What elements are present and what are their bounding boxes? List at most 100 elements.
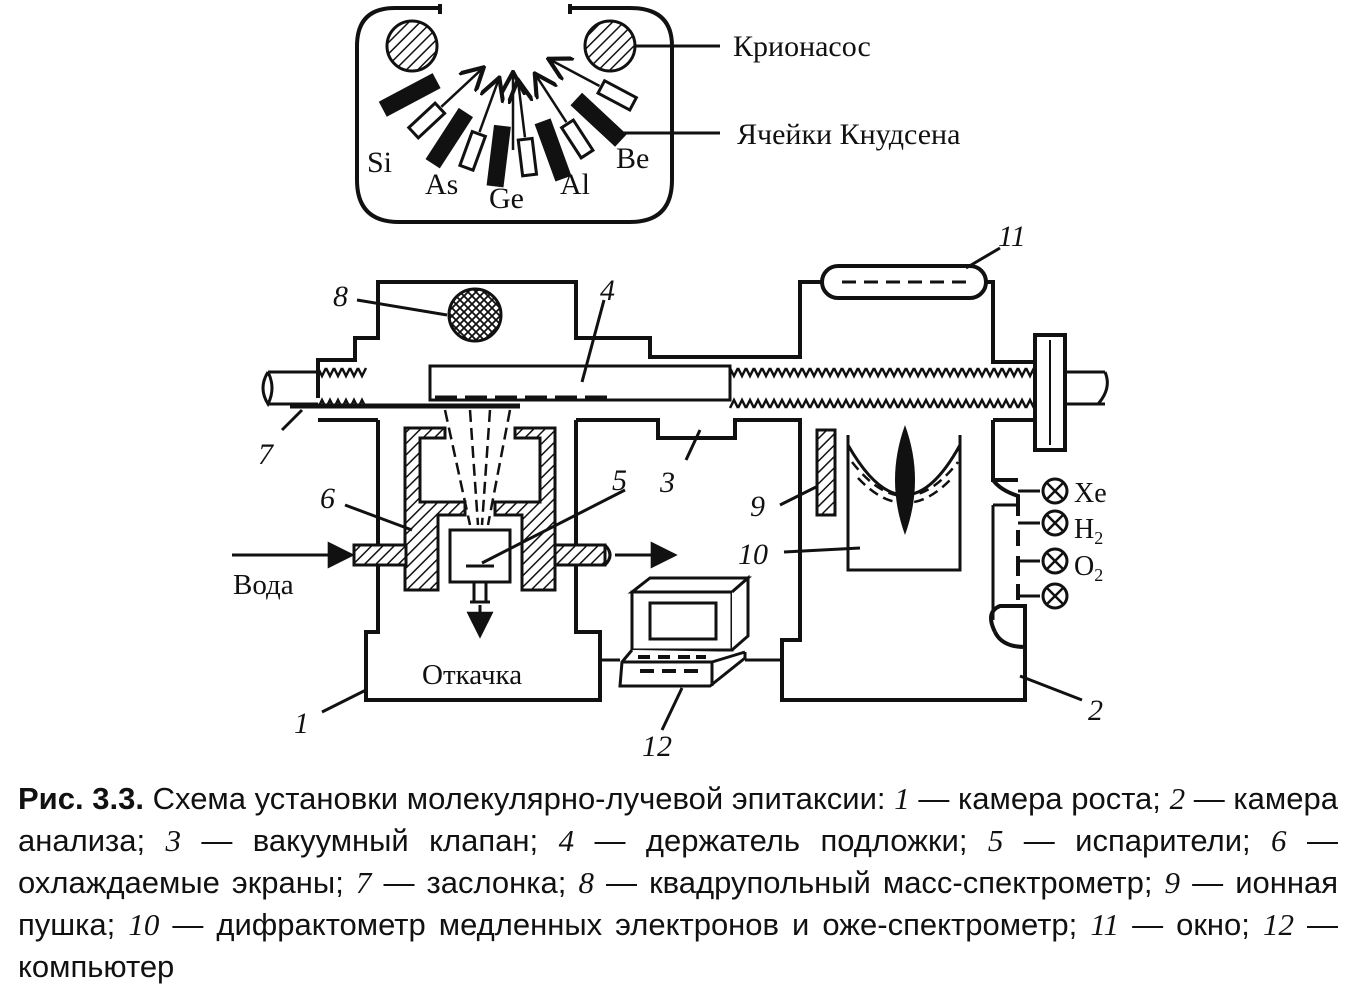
callout-4: 4 (600, 274, 615, 307)
caption-item-number: 11 (1090, 907, 1120, 942)
caption-item-number: 1 (894, 781, 910, 816)
caption-item-text: — ионная пушка; (18, 865, 1339, 942)
caption-item-text: — окно; (1132, 907, 1250, 942)
callout-6: 6 (320, 482, 335, 515)
caption-item: 8 — квадрупольный масс-спектрометр; (578, 865, 1152, 900)
water-label: Вода (233, 569, 294, 601)
caption-item: 12 — компьютер (18, 907, 1338, 984)
caption-item-number: 8 (578, 865, 594, 900)
substrate-manipulator (261, 333, 1109, 452)
callout-10: 10 (738, 538, 768, 571)
cryopump-right (583, 19, 637, 73)
caption-item-number: 7 (355, 865, 372, 900)
growth-chamber-lower (364, 420, 602, 702)
caption-item-number: 9 (1164, 865, 1181, 900)
callout-5: 5 (612, 464, 627, 497)
caption-item-text: — камера роста; (918, 781, 1161, 816)
molecular-beams (443, 409, 512, 526)
callout-7: 7 (258, 438, 275, 471)
gas-valve-icon (1041, 509, 1069, 537)
caption-item-number: 2 (1169, 781, 1186, 816)
ion-gun (815, 428, 837, 517)
gas-h2-label: H2 (1074, 514, 1103, 548)
left-bellows (316, 367, 368, 409)
callout-12: 12 (642, 730, 672, 760)
analysis-chamber-top (986, 280, 1040, 364)
caption-item: 6 — охлаждаемые экраны; (18, 823, 1338, 900)
caption-item: 7 — заслонка; (356, 865, 567, 900)
element-ge: Ge (489, 182, 524, 215)
cryopump-left (385, 19, 439, 73)
computer (600, 574, 782, 688)
caption-item-text: — охлаждаемые экраны; (18, 823, 1338, 900)
beam-arrow (518, 80, 525, 138)
figure-number: 3.3. (92, 781, 144, 816)
caption-item-text: — заслонка; (383, 865, 567, 900)
element-as: As (425, 168, 458, 201)
caption-item: 9 — ионная пушка; (18, 865, 1338, 942)
gas-o2-label: O2 (1074, 551, 1103, 585)
evaporator-cell (448, 528, 512, 584)
beam-arrow (440, 67, 483, 108)
callout-3: 3 (659, 466, 675, 499)
gas-valve-icon (1041, 582, 1069, 610)
beam-arrow (548, 59, 601, 88)
caption-item-text: — камера анализа; (18, 781, 1338, 858)
effusion-chamber-inset: Крионасос Ячейки Кнудсена Si As Ge Al Be (355, 4, 960, 224)
knudsen-cell (595, 78, 639, 113)
gas-valve-icon (1041, 547, 1069, 575)
caption-item: 1 — камера роста; (894, 781, 1161, 816)
knudsen-cells (378, 59, 639, 188)
element-si: Si (367, 146, 392, 179)
caption-item-text: — дифрактометр медленных электронов и ож… (172, 907, 1078, 942)
growth-chamber (316, 280, 822, 398)
mbe-apparatus (316, 280, 1042, 702)
leed-auger-spectrometer (846, 425, 962, 572)
callout-8: 8 (333, 280, 348, 313)
caption-item-text: — вакуумный клапан; (201, 823, 539, 858)
caption-item: 3 — вакуумный клапан; (165, 823, 538, 858)
knudsen-cell (457, 129, 488, 173)
callout-11: 11 (998, 220, 1026, 253)
knudsen-cell (406, 100, 447, 140)
leader-lines (280, 246, 1083, 731)
caption-item-text: — испарители; (1023, 823, 1251, 858)
element-be: Be (616, 142, 649, 175)
cryoshroud-plate (486, 124, 511, 188)
caption-item-number: 5 (987, 823, 1004, 858)
caption-items: 1 — камера роста; 2 — камера анализа; 3 … (18, 781, 1338, 984)
caption-item: 10 — дифрактометр медленных электронов и… (128, 907, 1077, 942)
gas-valves (1041, 477, 1069, 610)
caption-item-text: — квадрупольный масс-спектрометр; (606, 865, 1153, 900)
callout-9: 9 (750, 490, 765, 523)
mbe-diagram: Крионасос Ячейки Кнудсена Si As Ge Al Be (232, 4, 1109, 760)
figure-word: Рис. (18, 781, 84, 816)
caption-item: 4 — держатель подложки; (559, 823, 968, 858)
caption-item-number: 10 (128, 907, 160, 942)
cryoshroud-plate (570, 92, 627, 147)
caption-item-number: 12 (1262, 907, 1294, 942)
knudsen-cell (559, 117, 596, 160)
figure-caption: Рис. 3.3. Схема установки молекулярно-лу… (18, 778, 1338, 988)
callout-2: 2 (1088, 694, 1103, 727)
gas-inlets (991, 489, 1040, 620)
caption-item: 2 — камера анализа; (18, 781, 1338, 858)
cryoshroud-plate (425, 107, 474, 169)
callout-1: 1 (294, 707, 309, 740)
caption-item: 11 — окно; (1090, 907, 1250, 942)
window (820, 264, 988, 300)
caption-item-text: — держатель подложки; (594, 823, 968, 858)
pumping-label: Откачка (422, 659, 522, 691)
element-al: Al (560, 168, 590, 201)
evaporator-stem (470, 582, 490, 604)
gas-xe-label: Xe (1074, 478, 1107, 509)
cryoshroud-plate (534, 118, 572, 182)
caption-item: 5 — испарители; (988, 823, 1251, 858)
gas-valve-icon (1041, 477, 1069, 505)
caption-item-number: 4 (558, 823, 575, 858)
cooled-screens (352, 426, 612, 592)
caption-item-text: — компьютер (18, 907, 1338, 984)
caption-title: Схема установки молекулярно-лучевой эпит… (152, 781, 886, 816)
caption-item-number: 6 (1271, 823, 1287, 858)
beam-arrow (478, 78, 499, 133)
